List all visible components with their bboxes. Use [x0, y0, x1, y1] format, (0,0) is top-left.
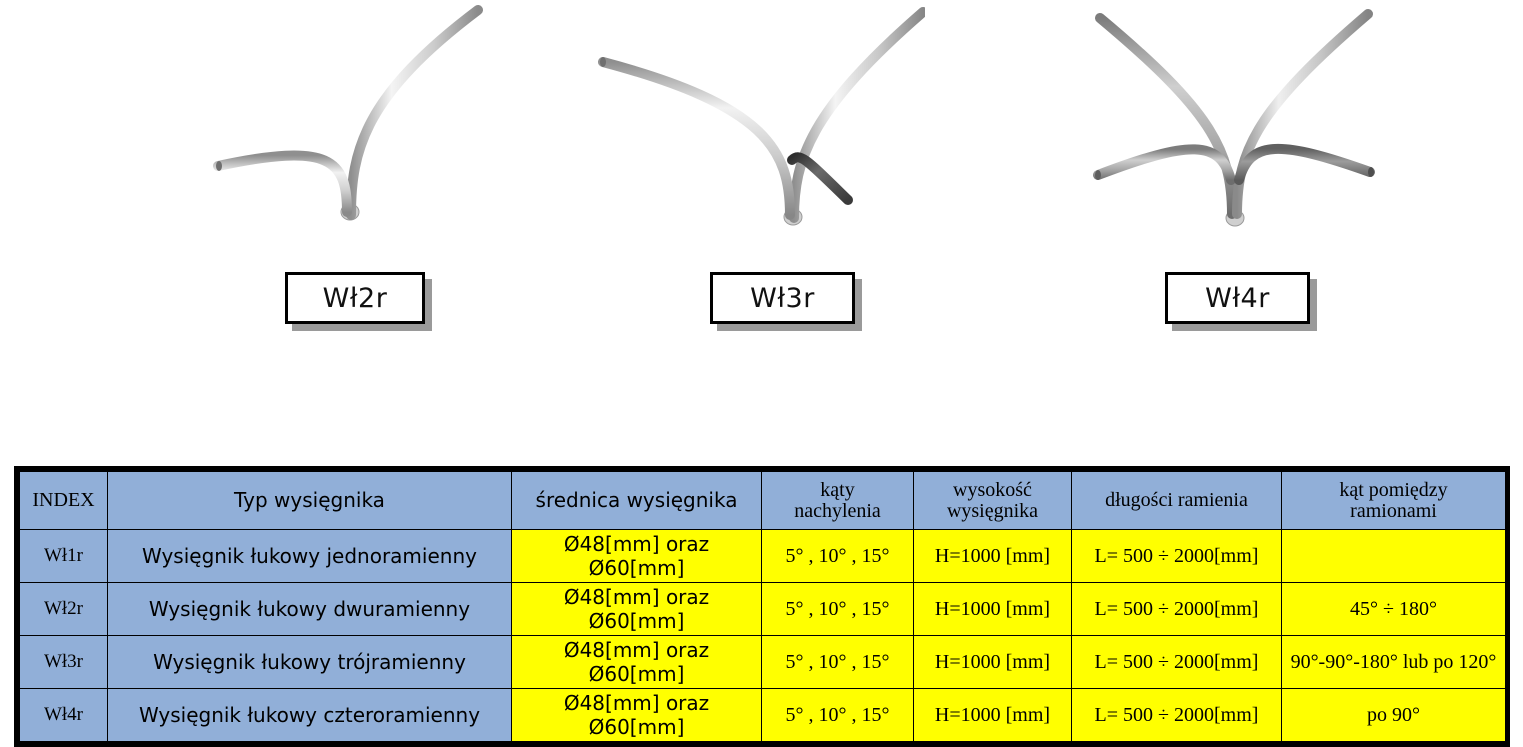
header-between-line1: kąt pomiędzy	[1339, 478, 1448, 501]
cell-angles: 5° , 10° , 15°	[761, 635, 914, 689]
figure-label-wl3r: Wł3r	[710, 272, 855, 324]
header-index: INDEX	[19, 471, 108, 530]
bracket-render-wl4r	[1093, 9, 1375, 264]
table-row: Wł4r Wysięgnik łukowy czteroramienny Ø48…	[19, 688, 1506, 742]
figures-area: Wł2r	[190, 0, 1410, 455]
header-length: długości ramienia	[1071, 471, 1282, 530]
cell-between: po 90°	[1281, 688, 1506, 742]
spec-table: INDEX Typ wysięgnika średnica wysięgnika…	[19, 471, 1506, 742]
header-row: INDEX Typ wysięgnika średnica wysięgnika…	[19, 471, 1506, 530]
cell-between	[1281, 529, 1506, 583]
cell-type: Wysięgnik łukowy czteroramienny	[107, 688, 512, 742]
spec-table-container: INDEX Typ wysięgnika średnica wysięgnika…	[14, 466, 1510, 747]
cell-type: Wysięgnik łukowy jednoramienny	[107, 529, 512, 583]
figure-wl4r: Wł4r	[1060, 0, 1410, 455]
figure-label-wl2r: Wł2r	[285, 272, 425, 324]
cell-between: 90°-90°-180° lub po 120°	[1281, 635, 1506, 689]
header-angles-line1: kąty	[820, 478, 855, 501]
table-body: Wł1r Wysięgnik łukowy jednoramienny Ø48[…	[19, 529, 1506, 742]
table-row: Wł2r Wysięgnik łukowy dwuramienny Ø48[mm…	[19, 582, 1506, 636]
cell-between: 45° ÷ 180°	[1281, 582, 1506, 636]
table-row: Wł3r Wysięgnik łukowy trójramienny Ø48[m…	[19, 635, 1506, 689]
table-row: Wł1r Wysięgnik łukowy jednoramienny Ø48[…	[19, 529, 1506, 583]
cell-diameter: Ø48[mm] oraz Ø60[mm]	[511, 529, 762, 583]
cell-length: L= 500 ÷ 2000[mm]	[1071, 529, 1282, 583]
figure-wl3r: Wł3r	[585, 0, 925, 455]
header-between: kąt pomiędzy ramionami	[1281, 471, 1506, 530]
header-height-line2: wysięgnika	[946, 499, 1039, 522]
cell-height: H=1000 [mm]	[913, 688, 1072, 742]
bracket-render-wl2r	[213, 5, 483, 261]
bracket-render-wl3r	[598, 7, 925, 261]
header-diameter: średnica wysięgnika	[511, 471, 762, 530]
cell-length: L= 500 ÷ 2000[mm]	[1071, 582, 1282, 636]
cell-type: Wysięgnik łukowy dwuramienny	[107, 582, 512, 636]
table-header: INDEX Typ wysięgnika średnica wysięgnika…	[19, 471, 1506, 530]
cell-angles: 5° , 10° , 15°	[761, 688, 914, 742]
cell-index: Wł2r	[19, 582, 108, 636]
header-angles: kąty nachylenia	[761, 471, 914, 530]
cell-height: H=1000 [mm]	[913, 635, 1072, 689]
header-angles-line2: nachylenia	[794, 499, 881, 522]
cell-type: Wysięgnik łukowy trójramienny	[107, 635, 512, 689]
cell-index: Wł1r	[19, 529, 108, 583]
header-height-line1: wysokość	[953, 478, 1032, 501]
cell-height: H=1000 [mm]	[913, 582, 1072, 636]
cell-index: Wł3r	[19, 635, 108, 689]
header-between-line2: ramionami	[1350, 499, 1437, 522]
cell-angles: 5° , 10° , 15°	[761, 582, 914, 636]
header-height: wysokość wysięgnika	[913, 471, 1072, 530]
cell-diameter: Ø48[mm] oraz Ø60[mm]	[511, 688, 762, 742]
cell-angles: 5° , 10° , 15°	[761, 529, 914, 583]
cell-index: Wł4r	[19, 688, 108, 742]
cell-length: L= 500 ÷ 2000[mm]	[1071, 635, 1282, 689]
cell-diameter: Ø48[mm] oraz Ø60[mm]	[511, 582, 762, 636]
cell-height: H=1000 [mm]	[913, 529, 1072, 583]
header-type: Typ wysięgnika	[107, 471, 512, 530]
figure-label-wl4r: Wł4r	[1165, 272, 1310, 324]
figure-wl2r: Wł2r	[190, 0, 520, 455]
cell-diameter: Ø48[mm] oraz Ø60[mm]	[511, 635, 762, 689]
cell-length: L= 500 ÷ 2000[mm]	[1071, 688, 1282, 742]
